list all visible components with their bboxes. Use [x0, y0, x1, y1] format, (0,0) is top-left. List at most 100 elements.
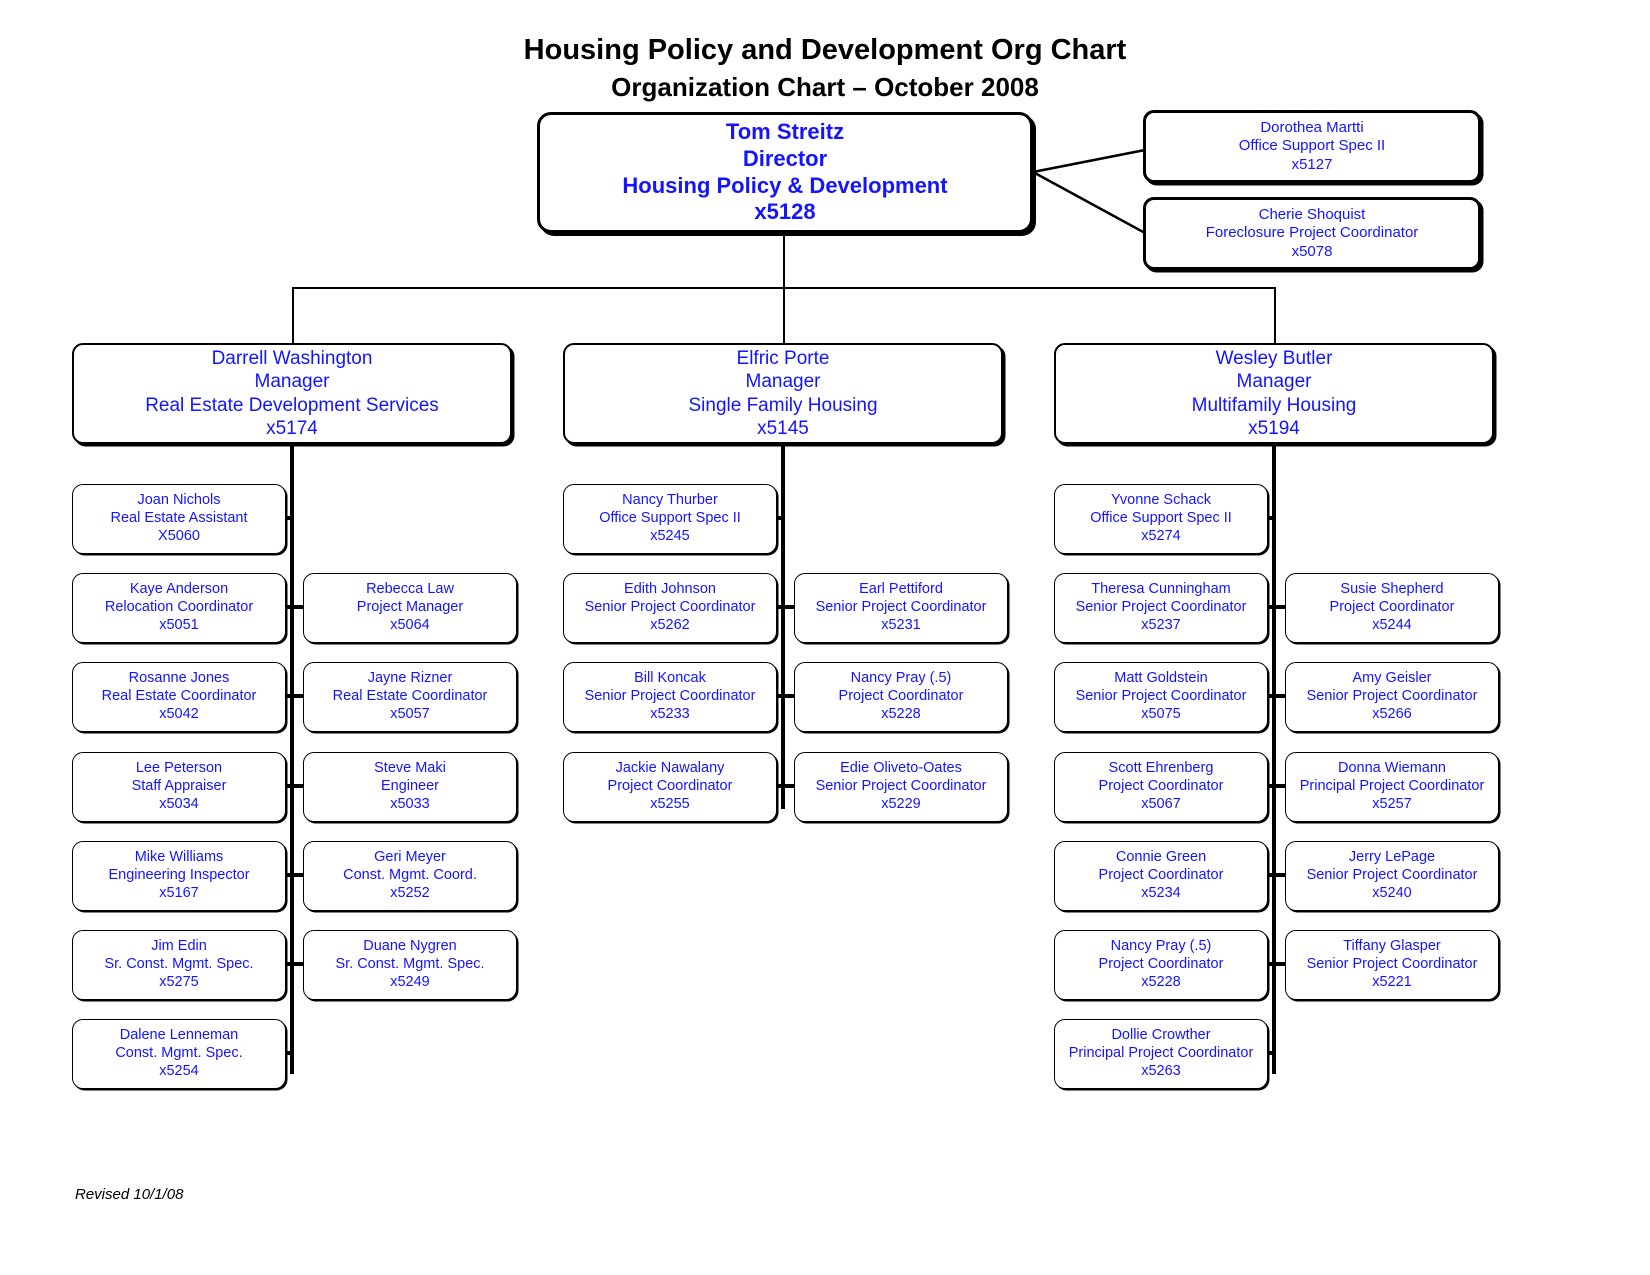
node-staff-bill-koncak[interactable]: Bill Koncak Senior Project Coordinator x…	[563, 662, 777, 732]
node-staff-steve-maki[interactable]: Steve Maki Engineer x5033	[303, 752, 517, 822]
node-name: Jerry LePage	[1348, 849, 1436, 866]
node-staff-rosanne-jones[interactable]: Rosanne Jones Real Estate Coordinator x5…	[72, 662, 286, 732]
node-staff-geri-meyer[interactable]: Geri Meyer Const. Mgmt. Coord. x5252	[303, 841, 517, 911]
node-staff-dalene-lenneman[interactable]: Dalene Lenneman Const. Mgmt. Spec. x5254	[72, 1019, 286, 1089]
edge-drop-division-3	[1274, 287, 1276, 343]
node-staff-theresa-cunningham[interactable]: Theresa Cunningham Senior Project Coordi…	[1054, 573, 1268, 643]
node-role: Office Support Spec II	[1090, 510, 1232, 527]
node-staff-connie-green[interactable]: Connie Green Project Coordinator x5234	[1054, 841, 1268, 911]
stub-d3-l1	[1260, 516, 1276, 520]
node-staff-donna-wiemann[interactable]: Donna Wiemann Principal Project Coordina…	[1285, 752, 1499, 822]
node-name: Kaye Anderson	[129, 581, 229, 598]
node-staff-matt-goldstein[interactable]: Matt Goldstein Senior Project Coordinato…	[1054, 662, 1268, 732]
node-role: Manager	[254, 371, 330, 393]
node-name: Theresa Cunningham	[1091, 581, 1231, 598]
node-name: Darrell Washington	[211, 348, 373, 370]
stub-d1-l1	[278, 516, 294, 520]
node-name: Rosanne Jones	[128, 670, 230, 687]
node-role: Senior Project Coordinator	[1306, 688, 1478, 705]
node-name: Duane Nygren	[363, 938, 457, 955]
node-ext: x5231	[881, 616, 921, 633]
node-name: Tiffany Glasper	[1343, 938, 1441, 955]
node-director[interactable]: Tom Streitz Director Housing Policy & De…	[537, 112, 1033, 233]
node-ext: x5245	[650, 527, 690, 544]
stub-d3-l7	[1260, 1051, 1276, 1055]
node-ext: x5174	[266, 417, 318, 439]
node-staff-tiffany-glasper[interactable]: Tiffany Glasper Senior Project Coordinat…	[1285, 930, 1499, 1000]
node-staff-nancy-pray-sf[interactable]: Nancy Pray (.5) Project Coordinator x522…	[794, 662, 1008, 732]
node-staff-dollie-crowther[interactable]: Dollie Crowther Principal Project Coordi…	[1054, 1019, 1268, 1089]
node-role: Real Estate Coordinator	[101, 688, 257, 705]
node-name: Yvonne Schack	[1111, 492, 1211, 509]
stub-d2-r2	[783, 694, 799, 698]
node-name: Rebecca Law	[366, 581, 454, 598]
node-staff-edie-oliveto-oates[interactable]: Edie Oliveto-Oates Senior Project Coordi…	[794, 752, 1008, 822]
node-name: Steve Maki	[374, 760, 446, 777]
node-staff-duane-nygren[interactable]: Duane Nygren Sr. Const. Mgmt. Spec. x524…	[303, 930, 517, 1000]
spine-division-2	[781, 444, 785, 809]
node-role: Sr. Const. Mgmt. Spec.	[335, 956, 485, 973]
page-subtitle: Organization Chart – October 2008	[611, 72, 1039, 102]
node-ext: x5127	[1291, 155, 1333, 173]
stub-d1-r2	[292, 694, 308, 698]
node-role: Principal Project Coordinator	[1299, 778, 1485, 795]
node-name: Connie Green	[1115, 849, 1207, 866]
stub-d2-l4	[769, 784, 785, 788]
stub-d3-r4	[1274, 873, 1290, 877]
node-name: Dollie Crowther	[1111, 1027, 1211, 1044]
node-staff-nancy-thurber[interactable]: Nancy Thurber Office Support Spec II x52…	[563, 484, 777, 554]
stub-d3-l6	[1260, 962, 1276, 966]
node-unit: Single Family Housing	[688, 394, 878, 416]
node-role: Real Estate Coordinator	[332, 688, 488, 705]
node-role: Senior Project Coordinator	[1306, 867, 1478, 884]
node-unit: Housing Policy & Development	[622, 172, 948, 198]
node-name: Joan Nichols	[137, 492, 221, 509]
stub-d1-r5	[292, 962, 308, 966]
node-role: Senior Project Coordinator	[1306, 956, 1478, 973]
stub-d1-l3	[278, 694, 294, 698]
node-staff-kaye-anderson[interactable]: Kaye Anderson Relocation Coordinator x50…	[72, 573, 286, 643]
stub-d3-r1	[1274, 605, 1290, 609]
node-ext: x5228	[881, 705, 921, 722]
node-support-cherie-shoquist[interactable]: Cherie Shoquist Foreclosure Project Coor…	[1143, 197, 1481, 270]
node-ext: x5194	[1248, 417, 1300, 439]
node-staff-susie-shepherd[interactable]: Susie Shepherd Project Coordinator x5244	[1285, 573, 1499, 643]
node-staff-lee-peterson[interactable]: Lee Peterson Staff Appraiser x5034	[72, 752, 286, 822]
node-manager-multifamily-housing[interactable]: Wesley Butler Manager Multifamily Housin…	[1054, 343, 1494, 444]
node-name: Elfric Porte	[736, 348, 830, 370]
node-role: Const. Mgmt. Spec.	[115, 1045, 243, 1062]
node-name: Matt Goldstein	[1114, 670, 1208, 687]
node-staff-mike-williams[interactable]: Mike Williams Engineering Inspector x516…	[72, 841, 286, 911]
node-role: Principal Project Coordinator	[1068, 1045, 1254, 1062]
edge-aide-diagonals	[1032, 148, 1146, 235]
node-name: Scott Ehrenberg	[1108, 760, 1214, 777]
node-staff-jackie-nawalany[interactable]: Jackie Nawalany Project Coordinator x525…	[563, 752, 777, 822]
spine-division-3	[1272, 444, 1276, 1074]
node-staff-jerry-lepage[interactable]: Jerry LePage Senior Project Coordinator …	[1285, 841, 1499, 911]
node-staff-yvonne-schack[interactable]: Yvonne Schack Office Support Spec II x52…	[1054, 484, 1268, 554]
node-ext: x5249	[390, 973, 430, 990]
node-staff-joan-nichols[interactable]: Joan Nichols Real Estate Assistant X5060	[72, 484, 286, 554]
node-manager-single-family-housing[interactable]: Elfric Porte Manager Single Family Housi…	[563, 343, 1003, 444]
node-staff-nancy-pray-mf[interactable]: Nancy Pray (.5) Project Coordinator x522…	[1054, 930, 1268, 1000]
edge-root-stem	[783, 232, 785, 288]
node-staff-jayne-rizner[interactable]: Jayne Rizner Real Estate Coordinator x50…	[303, 662, 517, 732]
node-staff-earl-pettiford[interactable]: Earl Pettiford Senior Project Coordinato…	[794, 573, 1008, 643]
node-ext: x5034	[159, 795, 199, 812]
node-role: Project Coordinator	[1098, 956, 1224, 973]
node-staff-scott-ehrenberg[interactable]: Scott Ehrenberg Project Coordinator x506…	[1054, 752, 1268, 822]
node-staff-rebecca-law[interactable]: Rebecca Law Project Manager x5064	[303, 573, 517, 643]
node-manager-real-estate-development-services[interactable]: Darrell Washington Manager Real Estate D…	[72, 343, 512, 444]
node-support-dorothea-martti[interactable]: Dorothea Martti Office Support Spec II x…	[1143, 110, 1481, 183]
node-role: Project Manager	[356, 599, 464, 616]
node-role: Foreclosure Project Coordinator	[1205, 224, 1419, 242]
node-ext: x5075	[1141, 705, 1181, 722]
node-ext: x5228	[1141, 973, 1181, 990]
node-ext: x5275	[159, 973, 199, 990]
node-role: Engineer	[380, 778, 440, 795]
node-staff-jim-edin[interactable]: Jim Edin Sr. Const. Mgmt. Spec. x5275	[72, 930, 286, 1000]
node-staff-amy-geisler[interactable]: Amy Geisler Senior Project Coordinator x…	[1285, 662, 1499, 732]
node-staff-edith-johnson[interactable]: Edith Johnson Senior Project Coordinator…	[563, 573, 777, 643]
node-ext: x5057	[390, 705, 430, 722]
node-role: Senior Project Coordinator	[584, 599, 756, 616]
